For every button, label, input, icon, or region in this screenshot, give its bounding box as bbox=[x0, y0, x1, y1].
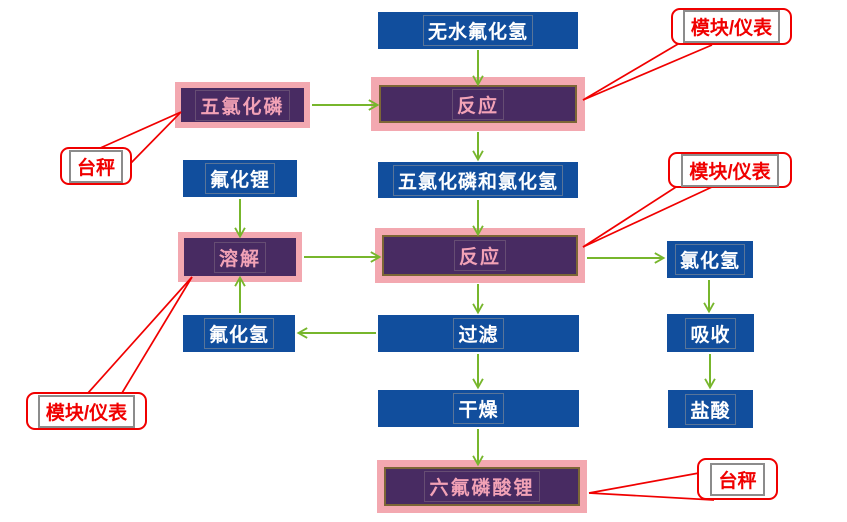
node-lipf6: 六氟磷酸锂 bbox=[377, 460, 587, 513]
leader-module-instrument-2 bbox=[582, 186, 713, 248]
node-label: 氯化氢 bbox=[674, 244, 745, 275]
callout-frame: 台秤 bbox=[68, 149, 123, 183]
node-label: 氟化氢 bbox=[203, 318, 274, 349]
node-label: 反应 bbox=[453, 240, 506, 271]
leader-platform-scale-right bbox=[588, 472, 700, 494]
callout-module-instrument-top-right: 模块/仪表 bbox=[671, 8, 792, 45]
leader-module-instrument-3 bbox=[121, 276, 193, 394]
callout-label: 模块/仪表 bbox=[45, 402, 128, 424]
node-hf: 氟化氢 bbox=[183, 315, 295, 352]
node-pcl5-inner: 五氯化磷 bbox=[181, 88, 304, 122]
node-reaction-2-inner: 反应 bbox=[382, 235, 578, 276]
callout-module-instrument-bottom-left: 模块/仪表 bbox=[26, 392, 147, 430]
node-label: 盐酸 bbox=[685, 393, 736, 425]
node-label: 吸收 bbox=[685, 317, 736, 349]
node-label: 干燥 bbox=[453, 393, 504, 424]
callout-module-instrument-middle-right: 模块/仪表 bbox=[668, 152, 792, 188]
node-label: 六氟磷酸锂 bbox=[424, 471, 540, 502]
leader-platform-scale-left bbox=[97, 111, 182, 150]
node-label: 反应 bbox=[451, 88, 504, 120]
node-reaction-1: 反应 bbox=[371, 77, 585, 131]
node-pcl5: 五氯化磷 bbox=[175, 82, 310, 128]
callout-platform-scale-left: 台秤 bbox=[60, 147, 132, 185]
callout-label: 台秤 bbox=[718, 470, 757, 492]
node-reaction-1-inner: 反应 bbox=[379, 85, 577, 123]
node-dissolve: 溶解 bbox=[178, 232, 302, 282]
node-lipf6-inner: 六氟磷酸锂 bbox=[384, 467, 580, 506]
node-reaction-2: 反应 bbox=[375, 228, 585, 283]
node-label: 过滤 bbox=[453, 318, 504, 349]
leader-module-instrument-3 bbox=[87, 276, 193, 394]
node-absorb: 吸收 bbox=[667, 314, 754, 352]
callout-frame: 模块/仪表 bbox=[681, 153, 779, 187]
leader-platform-scale-right bbox=[588, 492, 715, 501]
node-label: 无水氟化氢 bbox=[422, 15, 533, 46]
callout-label: 模块/仪表 bbox=[689, 161, 771, 183]
leader-module-instrument-2 bbox=[582, 186, 677, 248]
leader-module-instrument-1 bbox=[582, 44, 713, 101]
leader-platform-scale-left bbox=[129, 111, 182, 165]
node-hcl: 氯化氢 bbox=[667, 241, 753, 278]
node-dry: 干燥 bbox=[378, 390, 579, 427]
node-hydrochloric-acid: 盐酸 bbox=[668, 390, 753, 428]
node-label: 五氯化磷和氯化氢 bbox=[392, 164, 563, 196]
callout-frame: 模块/仪表 bbox=[682, 10, 781, 43]
callout-frame: 模块/仪表 bbox=[37, 394, 136, 428]
node-pcl5-and-hcl: 五氯化磷和氯化氢 bbox=[378, 162, 578, 198]
callout-platform-scale-bottom-right: 台秤 bbox=[697, 458, 778, 500]
node-anhydrous-hf: 无水氟化氢 bbox=[378, 12, 578, 49]
node-label: 五氯化磷 bbox=[195, 89, 290, 121]
leader-module-instrument-1 bbox=[582, 43, 679, 101]
callout-label: 台秤 bbox=[76, 157, 115, 179]
node-label: 氟化锂 bbox=[204, 163, 275, 194]
node-filter: 过滤 bbox=[378, 315, 579, 352]
callout-label: 模块/仪表 bbox=[690, 18, 773, 39]
node-label: 溶解 bbox=[213, 241, 266, 273]
callout-frame: 台秤 bbox=[710, 462, 765, 496]
node-lif: 氟化锂 bbox=[183, 160, 297, 197]
node-dissolve-inner: 溶解 bbox=[184, 238, 296, 276]
